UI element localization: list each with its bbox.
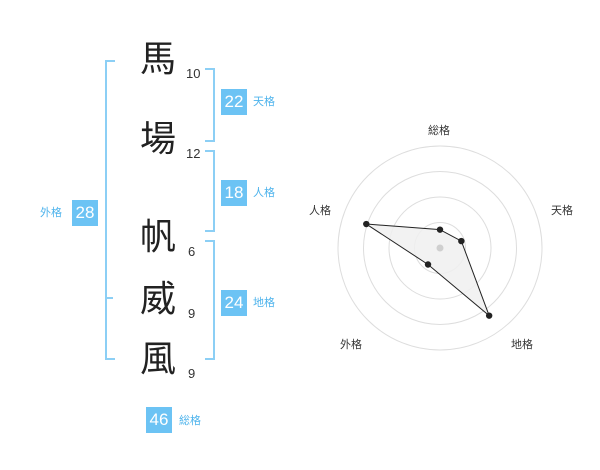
radar-ring bbox=[388, 196, 492, 300]
radar-ring bbox=[363, 171, 517, 325]
radar-point-3 bbox=[485, 312, 493, 319]
name-char-5: 風 bbox=[140, 339, 177, 380]
chikaku-bracket bbox=[205, 240, 215, 360]
name-char-4: 威 bbox=[140, 279, 177, 320]
radar-polygon bbox=[366, 223, 491, 318]
name-char-1: 馬 bbox=[140, 39, 177, 80]
radar-point-5 bbox=[363, 220, 370, 228]
radar-axis-label-tenkaku: 天格 bbox=[551, 204, 573, 217]
soukaku-value-badge: 46 bbox=[146, 407, 172, 433]
stroke-count-1: 10 bbox=[186, 66, 201, 81]
radar-center-dot bbox=[436, 244, 444, 252]
gaikaku-value-badge: 28 bbox=[72, 200, 98, 226]
gaikaku-bracket bbox=[105, 60, 115, 360]
chikaku-label: 地格 bbox=[253, 296, 275, 309]
radar-axis-label-jinkaku: 人格 bbox=[309, 204, 331, 217]
radar-point-1 bbox=[436, 226, 444, 233]
stroke-count-2: 12 bbox=[186, 146, 201, 161]
stroke-count-3: 6 bbox=[188, 244, 196, 259]
jinkaku-bracket bbox=[205, 150, 215, 232]
radar-point-2 bbox=[458, 237, 465, 245]
stroke-count-5: 9 bbox=[188, 366, 196, 381]
chikaku-value-badge: 24 bbox=[221, 290, 247, 316]
gaikaku-bracket-tick-mid bbox=[105, 297, 113, 299]
radar-point-4 bbox=[424, 261, 432, 268]
radar-ring bbox=[337, 145, 543, 351]
radar-axis-label-chikaku: 地格 bbox=[511, 338, 533, 351]
tenkaku-bracket bbox=[205, 68, 215, 142]
tenkaku-value-badge: 22 bbox=[221, 89, 247, 115]
radar-axis-label-soukaku: 総格 bbox=[428, 124, 450, 137]
soukaku-label: 総格 bbox=[179, 414, 201, 427]
radar-axis-label-gaikaku: 外格 bbox=[340, 338, 362, 351]
name-char-2: 場 bbox=[140, 119, 177, 160]
name-char-3: 帆 bbox=[140, 217, 177, 258]
tenkaku-label: 天格 bbox=[253, 95, 275, 108]
gaikaku-label: 外格 bbox=[40, 206, 62, 219]
stroke-count-4: 9 bbox=[188, 306, 196, 321]
jinkaku-label: 人格 bbox=[253, 186, 275, 199]
jinkaku-value-badge: 18 bbox=[221, 180, 247, 206]
